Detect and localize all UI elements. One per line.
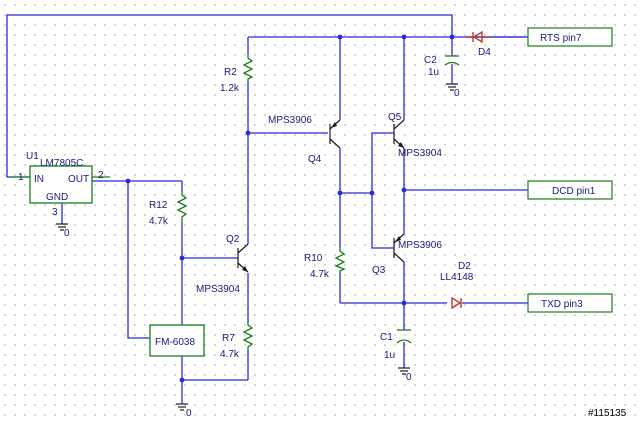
q5-part: MPS3904	[398, 148, 442, 159]
ground-c2: 0	[446, 83, 460, 99]
wire-fm-left	[127, 181, 150, 339]
resistor-r10: R10 4.7k	[304, 248, 346, 280]
u1-body	[29, 165, 93, 204]
transistor-q5: Q5 MPS3904	[388, 112, 442, 159]
junctions	[125, 34, 455, 383]
q2-ref: Q2	[226, 234, 240, 245]
junction-dot	[179, 377, 185, 383]
q2-arrow	[242, 266, 248, 272]
c1-ref: C1	[380, 332, 393, 343]
ground-u1: 0	[56, 223, 70, 239]
fm-part: FM-6038	[155, 337, 195, 348]
r2-body	[242, 55, 254, 82]
transistor-q3: MPS3906 Q3	[372, 233, 442, 276]
capacitor-c1: C1 1u	[380, 329, 412, 361]
q3-ref: Q3	[372, 265, 386, 276]
rts-label: RTS pin7	[540, 33, 582, 44]
txd-label: TXD pin3	[541, 299, 583, 310]
dcd-box	[527, 180, 613, 200]
d4-ref: D4	[478, 47, 491, 58]
c1-value: 1u	[384, 350, 395, 361]
r10-body	[334, 248, 346, 272]
c2-ref: C2	[424, 55, 437, 66]
u1-ref: U1	[26, 151, 39, 162]
u1-pin2-number: 2	[98, 170, 104, 181]
r12-value: 4.7k	[149, 216, 169, 227]
q2-collector	[237, 243, 249, 254]
junction-dot	[337, 34, 343, 40]
junction-dot	[369, 190, 375, 196]
resistor-r12: R12 4.7k	[149, 192, 188, 227]
r7-ref: R7	[222, 333, 235, 344]
c2-value: 1u	[428, 67, 439, 78]
q5-collector	[393, 119, 405, 130]
txd-box	[527, 293, 613, 313]
u1-pin1-number: 1	[18, 172, 24, 183]
junction-dot	[449, 34, 455, 40]
r12-body	[176, 192, 188, 222]
c1-plate-bottom	[396, 339, 412, 344]
diode-d4: D4	[466, 30, 491, 58]
r2-value: 1.2k	[220, 83, 240, 94]
q5-ref: Q5	[388, 112, 402, 123]
regulator-u1: U1 LM7805C IN OUT GND 1 2 3	[10, 151, 110, 218]
junction-dot	[401, 300, 407, 306]
r10-value: 4.7k	[310, 269, 330, 280]
resistor-r2: R2 1.2k	[220, 55, 254, 94]
junction-dot	[401, 187, 407, 193]
q3-part: MPS3906	[398, 240, 442, 251]
q4-arrow	[331, 122, 337, 128]
junction-dot	[401, 34, 407, 40]
r7-value: 4.7k	[220, 349, 240, 360]
q2-part: MPS3904	[196, 284, 240, 295]
d2-triangle	[451, 296, 462, 310]
u1-in-label: IN	[34, 174, 44, 185]
r7-body	[242, 322, 254, 350]
q3-collector	[393, 252, 405, 263]
dcd-label: DCD pin1	[552, 186, 596, 197]
q4-collector	[329, 138, 341, 149]
junction-dot	[337, 190, 343, 196]
fm-module: FM-6038	[149, 324, 205, 357]
resistor-r7: R7 4.7k	[220, 322, 254, 360]
q3-arrow	[395, 236, 401, 242]
transistor-q4: MPS3906 Q4	[268, 115, 341, 165]
u1-gnd-label: GND	[46, 192, 68, 203]
u1-pin3-number: 3	[52, 207, 58, 218]
junction-dot	[179, 255, 185, 261]
d2-ref: D2	[458, 261, 471, 272]
r10-ref: R10	[304, 253, 323, 264]
ground-label: 0	[64, 228, 70, 239]
ground-label: 0	[454, 88, 460, 99]
diode-d2: D2 LL4148	[440, 261, 474, 310]
q4-part: MPS3906	[268, 115, 312, 126]
fm-body	[149, 324, 205, 357]
wire-q5-q3-bases	[371, 132, 394, 249]
junction-dot	[125, 178, 131, 184]
c2-plate-bottom	[444, 61, 460, 66]
q5-arrow	[398, 142, 404, 148]
ground-c1: 0	[398, 367, 412, 383]
transistor-q2: Q2 MPS3904	[196, 234, 249, 295]
port-txd: TXD pin3	[527, 293, 613, 313]
q4-ref: Q4	[308, 154, 322, 165]
port-dcd: DCD pin1	[527, 180, 613, 200]
ground-fm: 0	[176, 403, 192, 419]
r12-ref: R12	[149, 200, 168, 211]
u1-out-label: OUT	[68, 174, 89, 185]
capacitor-c2: C2 1u	[424, 55, 460, 78]
ground-label: 0	[186, 408, 192, 419]
junction-dot	[245, 130, 251, 136]
d2-part: LL4148	[440, 272, 474, 283]
port-rts: RTS pin7	[527, 27, 613, 47]
ground-label: 0	[406, 372, 412, 383]
watermark-id: #115135	[588, 408, 627, 419]
r2-ref: R2	[224, 67, 237, 78]
rts-box	[527, 27, 613, 47]
u1-part: LM7805C	[40, 158, 83, 169]
